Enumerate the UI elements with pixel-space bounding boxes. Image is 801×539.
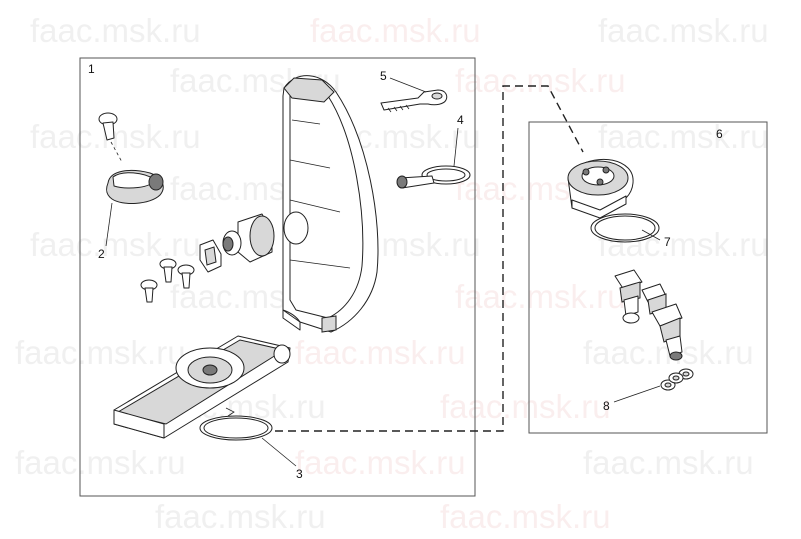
watermark: faac.msk.ru	[295, 444, 466, 481]
watermark: faac.msk.ru	[155, 498, 326, 535]
screws-set	[140, 258, 195, 303]
watermark: faac.msk.ru	[440, 388, 611, 425]
leader-3	[261, 437, 297, 467]
watermark: faac.msk.ru	[440, 498, 611, 535]
watermark: faac.msk.ru	[30, 12, 201, 49]
o-ring-part	[199, 415, 273, 441]
watermark: faac.msk.ru	[15, 334, 186, 371]
callout-1: 1	[88, 62, 95, 76]
callout-2: 2	[98, 247, 105, 261]
knob-part	[106, 170, 164, 204]
watermark: faac.msk.ru	[455, 278, 626, 315]
callout-4: 4	[457, 113, 464, 127]
watermark: faac.msk.ru	[583, 444, 754, 481]
o-ring-marker	[225, 407, 235, 417]
watermark: faac.msk.ru	[30, 226, 201, 263]
leader-2	[105, 202, 113, 247]
watermark: faac.msk.ru	[598, 118, 769, 155]
leader-4	[453, 127, 459, 167]
watermark: faac.msk.ru	[30, 118, 201, 155]
callout-6: 6	[716, 127, 723, 141]
leader-8	[613, 385, 661, 403]
watermark: faac.msk.ru	[310, 12, 481, 49]
watermark: faac.msk.ru	[295, 334, 466, 371]
screw-part	[98, 112, 123, 163]
housing-cover-part	[282, 75, 379, 333]
callout-7: 7	[664, 235, 671, 249]
washers-part	[660, 368, 694, 391]
base-plate-part	[113, 335, 291, 439]
assembly-1-frame	[79, 57, 476, 497]
connector-dashed-line	[236, 85, 584, 432]
bracket-part	[199, 239, 222, 273]
o-ring-7-part	[590, 213, 660, 243]
leader-7	[641, 229, 661, 241]
callout-5: 5	[380, 69, 387, 83]
assembly-6-frame	[528, 121, 768, 434]
release-handle-part	[396, 165, 471, 189]
callout-3: 3	[296, 467, 303, 481]
watermark: faac.msk.ru	[598, 12, 769, 49]
callout-8: 8	[603, 399, 610, 413]
watermark: faac.msk.ru	[455, 62, 626, 99]
valve-shaft-parts	[614, 269, 683, 361]
watermark-layer: faac.msk.ru faac.msk.ru faac.msk.ru faac…	[15, 12, 769, 535]
leader-5	[389, 77, 427, 93]
gear-disc-part	[567, 158, 634, 219]
key-part	[380, 89, 448, 113]
watermark: faac.msk.ru	[15, 444, 186, 481]
motor-cylinder-part	[222, 213, 275, 263]
